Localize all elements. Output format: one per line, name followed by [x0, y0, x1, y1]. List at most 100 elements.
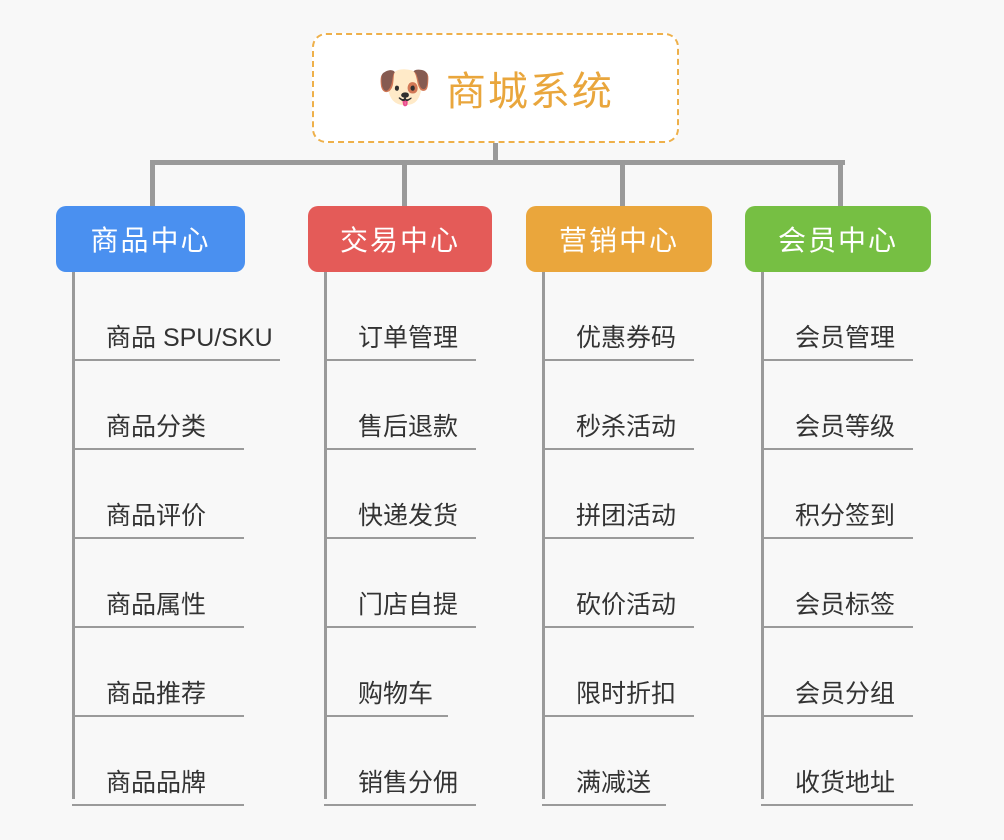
leaf-item-label: 商品 SPU/SKU	[106, 324, 273, 352]
leaf-item-label: 商品品牌	[106, 769, 207, 797]
branch-header-marketing-center[interactable]: 营销中心	[526, 206, 712, 272]
branch-header-member-center[interactable]: 会员中心	[745, 206, 931, 272]
leaf-item[interactable]: 商品评价	[72, 450, 245, 539]
branch-marketing-center: 营销中心优惠券码秒杀活动拼团活动砍价活动限时折扣满减送	[526, 206, 712, 806]
leaf-item[interactable]: 会员等级	[761, 361, 931, 450]
leaf-item[interactable]: 积分签到	[761, 450, 931, 539]
branch-header-label: 交易中心	[339, 225, 460, 256]
leaf-item[interactable]: 商品推荐	[72, 628, 245, 717]
connector-drop-2	[402, 160, 407, 206]
leaf-underline	[761, 359, 913, 361]
connector-drop-1	[150, 160, 155, 206]
branch-header-label: 营销中心	[558, 225, 679, 256]
leaf-underline	[542, 448, 694, 450]
leaf-spine	[324, 272, 327, 799]
leaf-item[interactable]: 会员管理	[761, 272, 931, 361]
branch-product-center: 商品中心商品 SPU/SKU 商品分类商品评价商品属性商品推荐商品品牌	[56, 206, 280, 806]
leaf-item-label: 商品分类	[106, 413, 207, 441]
leaf-item[interactable]: 订单管理	[324, 272, 492, 361]
leaf-underline	[72, 804, 244, 806]
root-node-content: 🐶 商城系统	[377, 59, 614, 117]
leaf-item-label: 积分签到	[795, 502, 896, 530]
leaf-list-marketing-center: 优惠券码秒杀活动拼团活动砍价活动限时折扣满减送	[526, 272, 712, 806]
shiba-dog-face-icon: 🐶	[377, 63, 432, 112]
leaf-item[interactable]: 拼团活动	[542, 450, 712, 539]
leaf-item-label: 拼团活动	[576, 502, 677, 530]
leaf-item-label: 购物车	[358, 680, 434, 708]
leaf-item-label: 会员分组	[795, 680, 896, 708]
leaf-item[interactable]: 售后退款	[324, 361, 492, 450]
leaf-item[interactable]: 限时折扣	[542, 628, 712, 717]
connector-drop-3	[620, 160, 625, 206]
leaf-item[interactable]: 收货地址	[761, 717, 931, 806]
leaf-item[interactable]: 商品属性	[72, 539, 245, 628]
leaf-item[interactable]: 会员标签	[761, 539, 931, 628]
leaf-item-label: 订单管理	[358, 324, 459, 352]
leaf-underline	[324, 448, 476, 450]
leaf-item[interactable]: 满减送	[542, 717, 712, 806]
leaf-underline	[72, 626, 244, 628]
leaf-underline	[72, 448, 244, 450]
branch-header-label: 商品中心	[90, 225, 211, 256]
leaf-spine	[761, 272, 764, 799]
branch-header-label: 会员中心	[777, 225, 898, 256]
leaf-underline	[542, 715, 694, 717]
leaf-item-label: 销售分佣	[358, 769, 459, 797]
leaf-underline	[72, 715, 244, 717]
branch-header-product-center[interactable]: 商品中心	[56, 206, 245, 272]
leaf-item[interactable]: 商品 SPU/SKU	[72, 272, 280, 361]
leaf-item-label: 商品推荐	[106, 680, 207, 708]
leaf-item-label: 商品属性	[106, 591, 207, 619]
leaf-item[interactable]: 会员分组	[761, 628, 931, 717]
leaf-underline	[324, 626, 476, 628]
leaf-underline	[324, 359, 476, 361]
leaf-item-label: 商品评价	[106, 502, 207, 530]
leaf-item-label: 售后退款	[358, 413, 459, 441]
leaf-list-member-center: 会员管理会员等级积分签到会员标签会员分组收货地址	[745, 272, 931, 806]
leaf-underline	[761, 537, 913, 539]
root-title: 商城系统	[445, 70, 614, 114]
leaf-underline	[761, 448, 913, 450]
leaf-underline	[72, 359, 280, 361]
leaf-item-label: 限时折扣	[576, 680, 677, 708]
leaf-item-label: 砍价活动	[576, 591, 677, 619]
leaf-underline	[761, 626, 913, 628]
leaf-item[interactable]: 快递发货	[324, 450, 492, 539]
connector-root-stem	[493, 143, 498, 163]
leaf-underline	[324, 537, 476, 539]
leaf-item-label: 会员管理	[795, 324, 896, 352]
leaf-spine	[542, 272, 545, 799]
leaf-item[interactable]: 商品品牌	[72, 717, 245, 806]
leaf-item[interactable]: 销售分佣	[324, 717, 492, 806]
leaf-item-label: 优惠券码	[576, 324, 677, 352]
leaf-item-label: 秒杀活动	[576, 413, 677, 441]
leaf-item-label: 门店自提	[358, 591, 459, 619]
leaf-item-label: 满减送	[576, 769, 652, 797]
leaf-list-product-center: 商品 SPU/SKU 商品分类商品评价商品属性商品推荐商品品牌	[56, 272, 280, 806]
leaf-item[interactable]: 砍价活动	[542, 539, 712, 628]
leaf-item[interactable]: 商品分类	[72, 361, 245, 450]
branch-member-center: 会员中心会员管理会员等级积分签到会员标签会员分组收货地址	[745, 206, 931, 806]
leaf-underline	[324, 715, 448, 717]
root-node[interactable]: 🐶 商城系统	[312, 33, 679, 143]
leaf-item-label: 会员等级	[795, 413, 896, 441]
branch-header-trade-center[interactable]: 交易中心	[308, 206, 492, 272]
leaf-underline	[542, 359, 694, 361]
connector-drop-4	[838, 160, 843, 206]
leaf-spine	[72, 272, 75, 799]
leaf-item[interactable]: 秒杀活动	[542, 361, 712, 450]
leaf-item[interactable]: 优惠券码	[542, 272, 712, 361]
leaf-item[interactable]: 购物车	[324, 628, 492, 717]
leaf-underline	[72, 537, 244, 539]
leaf-underline	[761, 804, 913, 806]
leaf-item-label: 快递发货	[358, 502, 459, 530]
leaf-underline	[324, 804, 476, 806]
leaf-list-trade-center: 订单管理售后退款快递发货门店自提购物车销售分佣	[308, 272, 492, 806]
leaf-item-label: 收货地址	[795, 769, 896, 797]
leaf-item[interactable]: 门店自提	[324, 539, 492, 628]
connector-horizontal-bus	[150, 160, 845, 165]
leaf-underline	[542, 537, 694, 539]
leaf-underline	[542, 804, 666, 806]
leaf-underline	[542, 626, 694, 628]
